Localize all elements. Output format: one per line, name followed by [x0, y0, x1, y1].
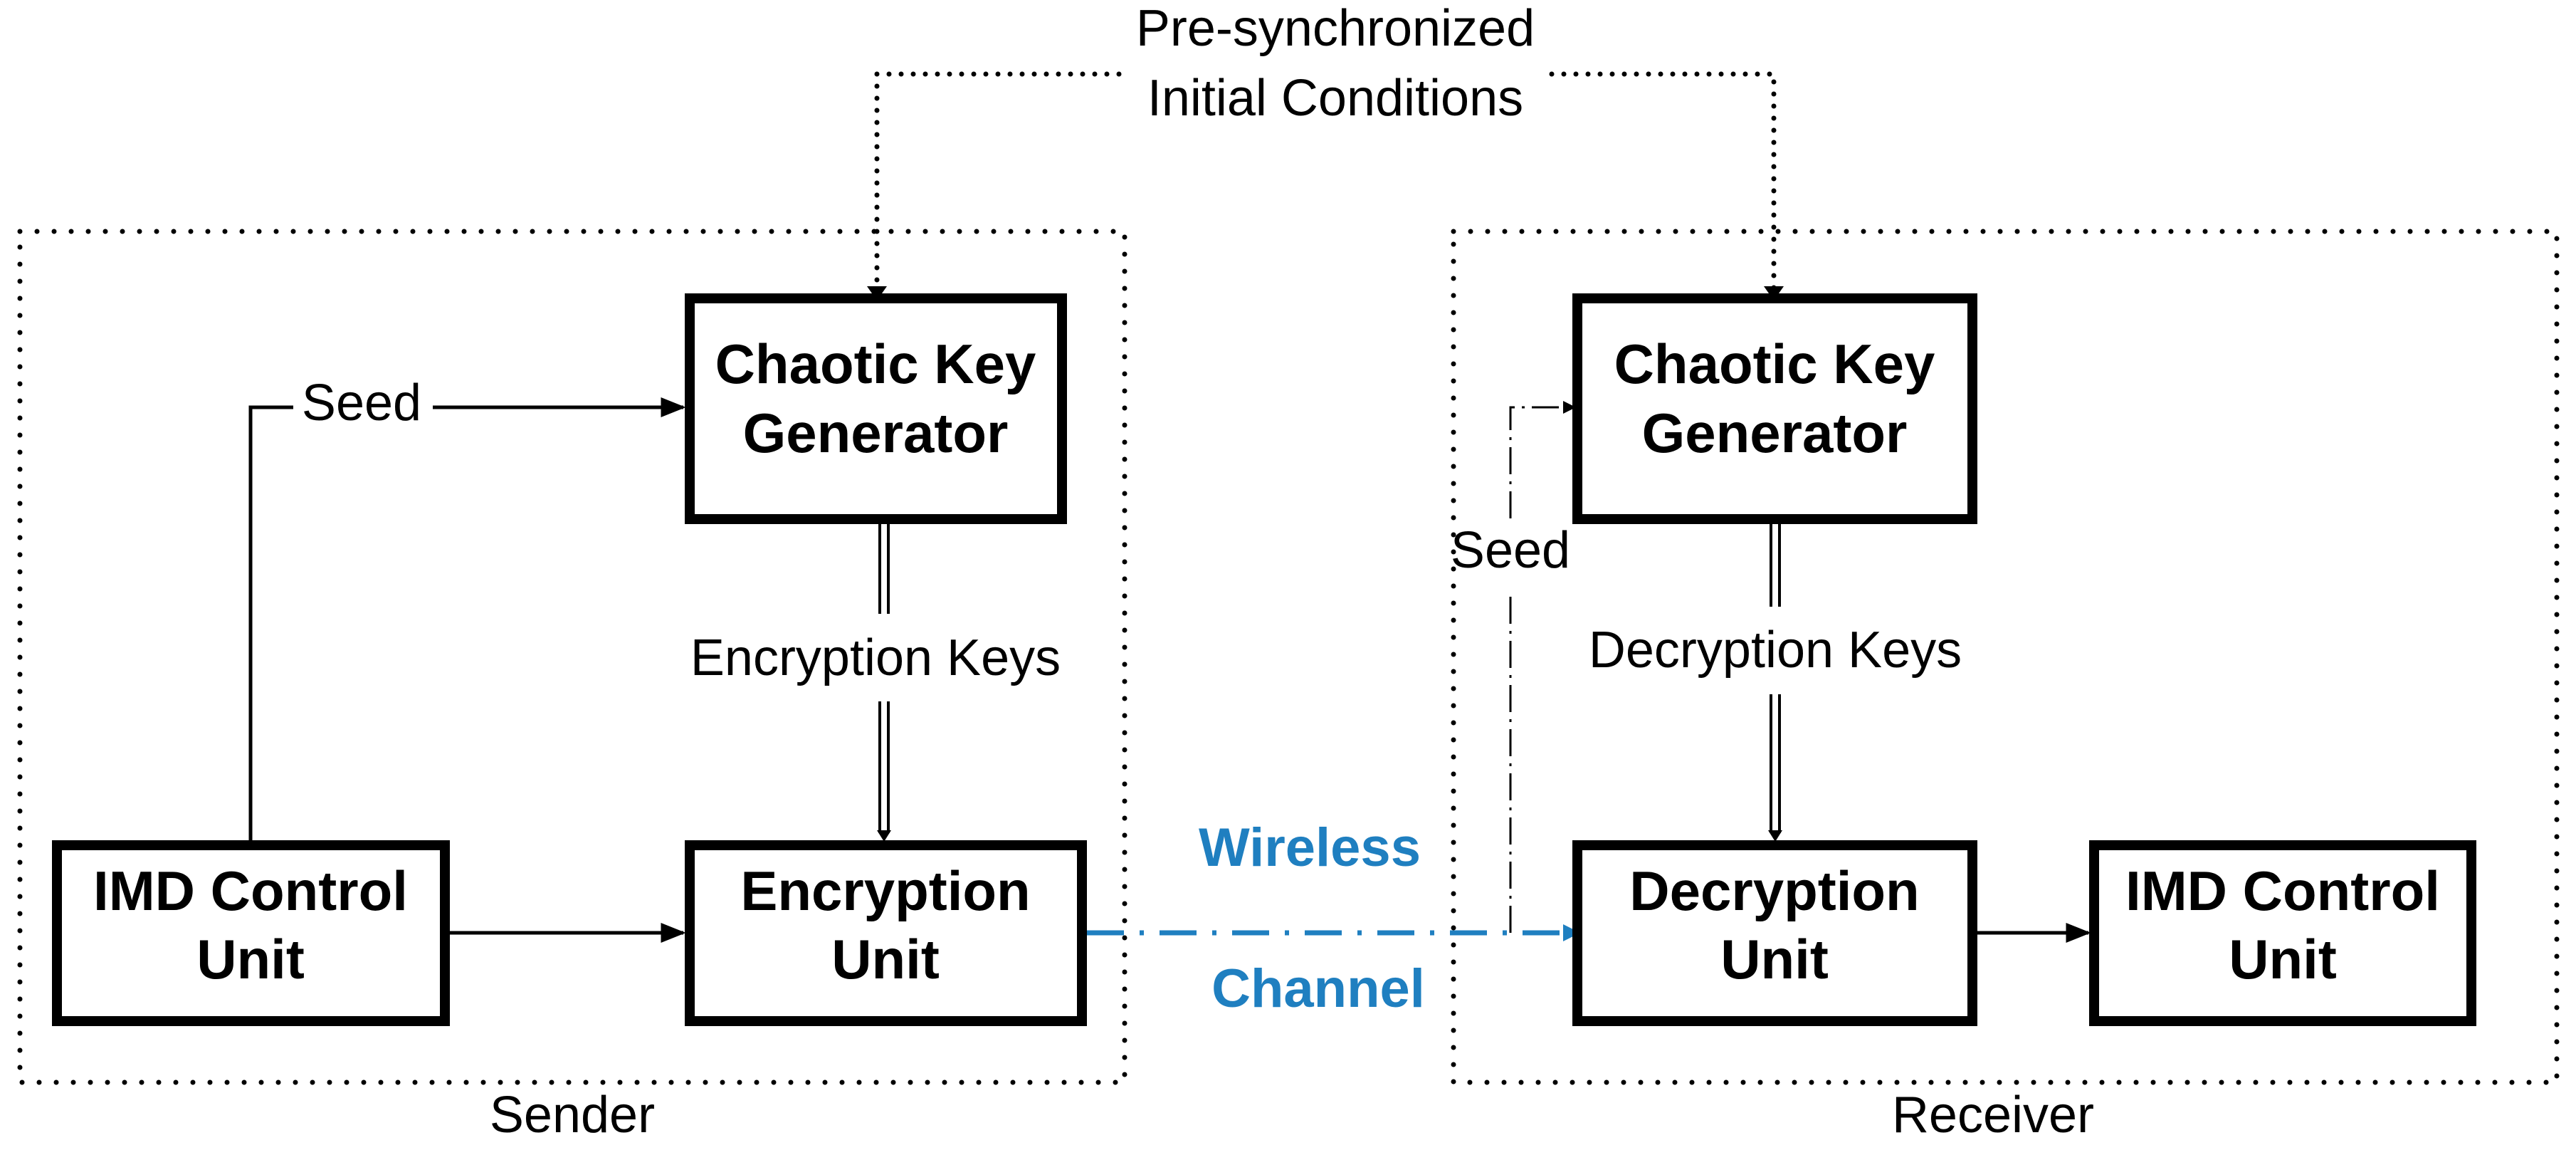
wireless-channel-arrowhead: [1563, 924, 1580, 941]
receiver-control-unit-box: [2089, 840, 2476, 1026]
sender-control-unit-line2: Unit: [196, 928, 305, 990]
receiver-seed-arrowhead: [1563, 401, 1576, 414]
receiver-key-generator-line1: Chaotic Key: [1614, 333, 1935, 395]
receiver-control-unit-line2: Unit: [2229, 928, 2337, 990]
sender-seed-connector: [248, 405, 293, 840]
receiver-seed-label: Seed: [1451, 522, 1570, 579]
decryption-keys-arrowhead: [1768, 830, 1782, 842]
encryption-keys-arrowhead: [877, 830, 891, 842]
presync-label-line1: Pre-synchronized: [1136, 0, 1535, 57]
encryption-unit-box: [685, 840, 1087, 1026]
channel-label-line1: Wireless: [1199, 817, 1421, 878]
receiver-group-label: Receiver: [1892, 1087, 2094, 1144]
channel-label-line2: Channel: [1211, 958, 1425, 1019]
sender-seed-label: Seed: [302, 375, 421, 432]
encryption-unit-line2: Unit: [831, 928, 940, 990]
sender-key-generator-line1: Chaotic Key: [715, 333, 1036, 395]
receiver-group-border: [1451, 229, 2560, 1085]
decryption-unit-box: [1572, 840, 1977, 1026]
encryption-keys-label: Encryption Keys: [690, 629, 1061, 686]
receiver-key-generator-line2: Generator: [1642, 402, 1908, 464]
presync-connector-right: [1549, 71, 1777, 295]
sender-group-border: [17, 229, 1127, 1085]
receiver-control-unit-line1: IMD Control: [2125, 859, 2440, 922]
sender-control-unit-line1: IMD Control: [93, 859, 408, 922]
sender-group-label: Sender: [490, 1087, 655, 1144]
decryption-unit-line2: Unit: [1720, 928, 1829, 990]
presync-connector-left: [874, 71, 1124, 295]
receiver-seed-connector-upper: [1509, 406, 1566, 518]
sender-key-generator-line2: Generator: [743, 402, 1009, 464]
decryption-unit-line1: Decryption: [1629, 859, 1919, 922]
encryption-unit-line1: Encryption: [740, 859, 1030, 922]
receiver-key-generator-box: [1572, 293, 1977, 524]
presync-label-line2: Initial Conditions: [1147, 70, 1523, 127]
sender-key-generator-box: [685, 293, 1067, 524]
sender-control-unit-box: [52, 840, 450, 1026]
decryption-keys-label: Decryption Keys: [1589, 622, 1962, 679]
